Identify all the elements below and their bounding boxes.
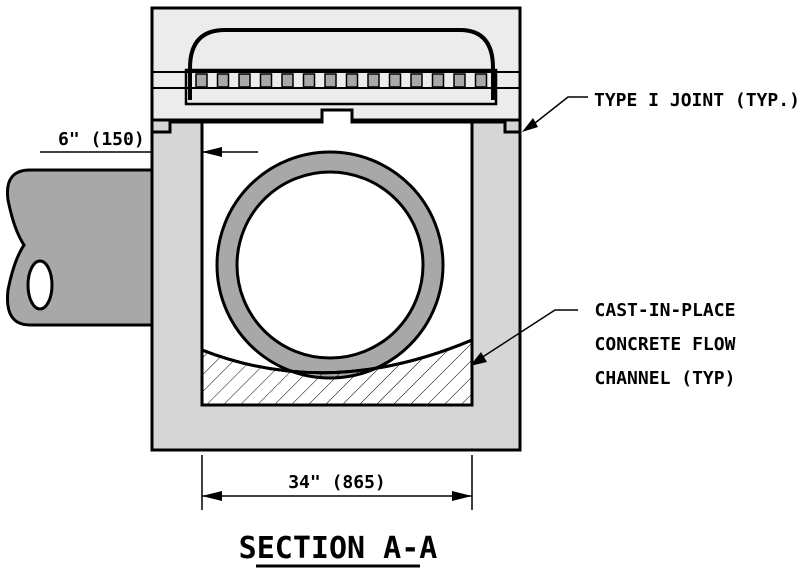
grate-bar — [453, 73, 466, 88]
grate — [152, 28, 520, 106]
pipe-opening — [26, 259, 54, 311]
wall-dimension-label: 6" (150) — [58, 129, 145, 150]
grate-bar — [259, 73, 273, 88]
section-title: SECTION A-A — [239, 531, 438, 568]
channel-callout: CAST-IN-PLACE CONCRETE FLOW CHANNEL (TYP… — [470, 300, 736, 389]
inner-pipe-bore — [235, 170, 425, 360]
grate-bar — [195, 73, 208, 88]
grate-bar — [302, 73, 316, 88]
grate-bar — [238, 73, 251, 88]
width-dimension: 34" (865) — [201, 455, 473, 510]
channel-callout-line-3: CHANNEL (TYP) — [595, 368, 736, 389]
outlet-pipe — [5, 168, 154, 327]
type-i-joint — [152, 120, 520, 134]
wall-dimension: 6" (150) — [40, 129, 258, 157]
grate-bar — [431, 73, 445, 88]
grate-bar — [324, 73, 337, 88]
grate-bar — [281, 73, 294, 88]
channel-callout-line-2: CONCRETE FLOW — [595, 334, 736, 355]
joint-callout-label: TYPE I JOINT (TYP.) — [594, 90, 800, 111]
width-dimension-label: 34" (865) — [288, 472, 386, 493]
grate-bar — [345, 73, 359, 88]
grate-bar — [216, 73, 230, 88]
top-slab — [150, 6, 522, 122]
grate-bar — [474, 73, 488, 88]
channel-callout-line-1: CAST-IN-PLACE — [595, 300, 736, 321]
grate-bars — [195, 73, 488, 88]
grate-bar — [410, 73, 423, 88]
section-title-text: SECTION A-A — [239, 531, 438, 566]
grate-bar — [388, 73, 402, 88]
grate-bar — [367, 73, 380, 88]
joint-callout: TYPE I JOINT (TYP.) — [522, 90, 800, 132]
